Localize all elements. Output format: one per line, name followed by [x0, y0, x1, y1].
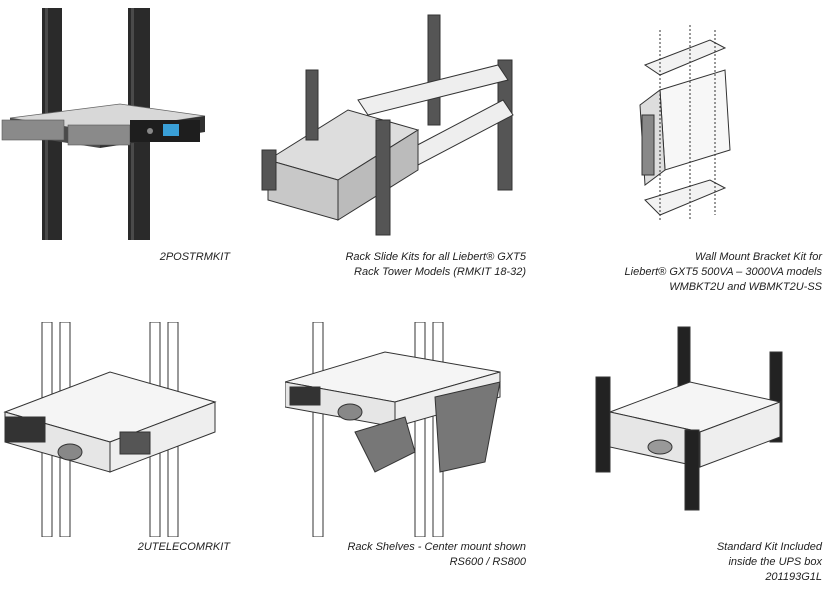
caption-rack-shelves: Rack Shelves - Center mount shown RS600 … [347, 541, 526, 568]
caption-2postrmkit: 2POSTRMKIT [159, 251, 230, 263]
product-image-rack-shelves [284, 321, 525, 538]
caption-rack-slide-kit: Rack Slide Kits for all Liebert® GXT5 Ra… [345, 251, 526, 278]
caption-2utelecomrkit: 2UTELECOMRKIT [137, 541, 230, 553]
product-image-2utelecomrkit [0, 321, 240, 538]
product-image-standard-kit [590, 322, 820, 517]
caption-standard-kit: Standard Kit Included inside the UPS box… [716, 541, 822, 583]
caption-wall-mount-bracket: Wall Mount Bracket Kit for Liebert® GXT5… [624, 251, 822, 293]
product-image-2postrmkit [0, 8, 240, 240]
product-image-rack-slide-kit [258, 10, 528, 240]
product-image-wall-mount-bracket [630, 20, 750, 235]
